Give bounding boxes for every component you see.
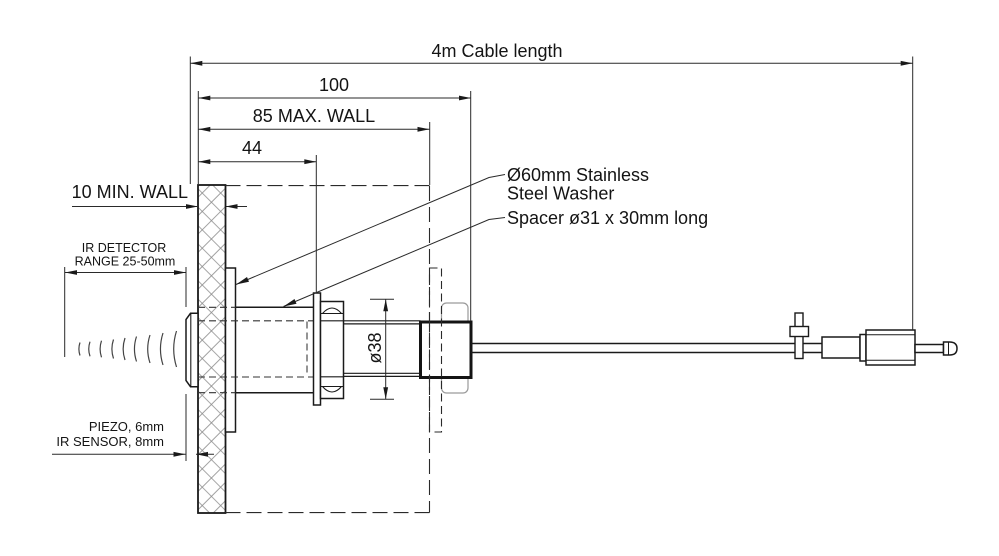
- arrow-left: [198, 126, 211, 132]
- arrow-left: [198, 159, 211, 165]
- arrow-right: [173, 451, 186, 457]
- wall-section: [197, 184, 227, 514]
- arrow-left: [190, 60, 203, 66]
- dimension-arrows: [65, 60, 913, 457]
- washer-callout-line1: Ø60mm Stainless: [507, 165, 649, 185]
- ir-wave: [173, 330, 178, 368]
- arrow-left: [65, 270, 77, 275]
- ir-wave: [159, 332, 164, 366]
- plug-strain-relief: [821, 336, 861, 359]
- phantom-washer: [428, 267, 443, 433]
- diameter-label-group: ø38: [365, 332, 385, 363]
- ir-detector-label-line2: RANGE 25-50mm: [75, 255, 176, 269]
- arrow-right: [304, 159, 317, 165]
- cable-tie-head: [789, 325, 810, 338]
- min-wall-label: 10 MIN. WALL: [72, 182, 188, 202]
- max-wall-label: 85 MAX. WALL: [253, 106, 375, 126]
- cable-gland-block: [419, 320, 473, 379]
- arrow-right: [174, 270, 186, 275]
- arrow-right: [459, 95, 471, 101]
- spacer-length-label: 44: [242, 138, 262, 158]
- hex-chamfer-arc: [322, 307, 342, 314]
- piezo-label: PIEZO, 6mm: [89, 419, 164, 434]
- hidden-bore-lines: [198, 306, 321, 394]
- plug-ring: [859, 333, 867, 362]
- ir-sensor-label: IR SENSOR, 8mm: [56, 434, 164, 449]
- steel-washer: [224, 267, 237, 433]
- arrow-left: [196, 451, 208, 457]
- arrow-left: [198, 95, 211, 101]
- hex-chamfer-arc: [322, 386, 342, 393]
- arrow-down: [383, 387, 389, 400]
- dimension-lines: [52, 56, 914, 461]
- ir-wave: [99, 340, 103, 358]
- ir-wave: [88, 341, 91, 357]
- ir-wave: [133, 336, 138, 362]
- arrow-right: [900, 60, 913, 66]
- arrow-leader: [236, 277, 249, 285]
- washer-callout-line2: Steel Washer: [507, 184, 614, 204]
- arrow-left: [225, 204, 238, 209]
- hex-nut-details: [320, 307, 344, 393]
- ir-wave: [122, 337, 126, 361]
- phantom-max-wall: [225, 185, 431, 514]
- diameter-label: ø38: [365, 332, 385, 363]
- plug-pin: [914, 343, 945, 354]
- hex-nut: [319, 300, 345, 400]
- ir-wave: [147, 334, 151, 364]
- plug-tip: [942, 341, 958, 356]
- cable-length-label: 4m Cable length: [431, 41, 562, 61]
- spacer-tube: [235, 306, 314, 394]
- ir-wave: [78, 342, 81, 356]
- spacer-callout-label: Spacer ø31 x 30mm long: [507, 208, 708, 228]
- ir-detector-label-line1: IR DETECTOR: [82, 241, 167, 255]
- arrow-right: [186, 204, 198, 209]
- cable: [471, 342, 822, 354]
- arrow-right: [417, 126, 430, 132]
- arrow-leader: [283, 299, 297, 307]
- overall-length-label: 100: [319, 75, 349, 95]
- spacer-callout-leader: [283, 217, 506, 307]
- ir-beam-waves: [78, 330, 178, 368]
- washer-callout-leader: [235, 174, 506, 285]
- flange-washer: [312, 292, 322, 406]
- threaded-tube: [343, 320, 421, 377]
- ir-wave: [111, 339, 115, 359]
- sensor-head: [185, 312, 199, 388]
- plug-barrel: [865, 329, 916, 366]
- arrow-up: [383, 299, 389, 312]
